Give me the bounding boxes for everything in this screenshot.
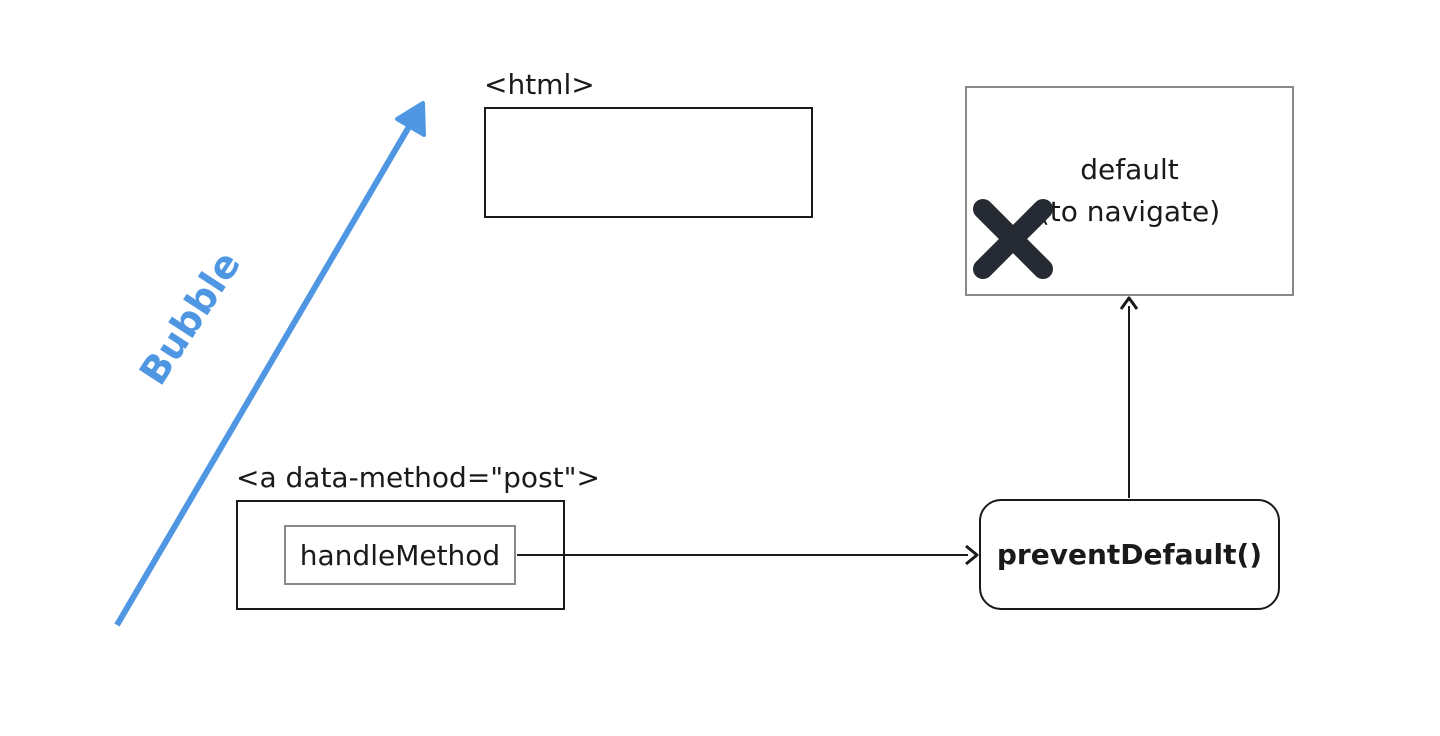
x-cancel-icon — [973, 199, 1053, 279]
html-element-box — [484, 107, 813, 218]
bubble-arrowhead — [395, 101, 426, 137]
anchor-element-label: <a data-method="post"> — [236, 461, 600, 494]
bubble-arrow — [114, 123, 413, 627]
handle-method-box: handleMethod — [284, 525, 516, 585]
prevent-default-box: preventDefault() — [979, 499, 1280, 610]
html-element-label: <html> — [484, 68, 595, 101]
anchor-element-box — [236, 500, 565, 610]
prevent-to-default-arrowhead — [1119, 296, 1139, 310]
default-action-line1: default — [1080, 153, 1179, 186]
default-action-box: default (to navigate) — [965, 86, 1294, 296]
prevent-default-label: preventDefault() — [996, 538, 1263, 571]
default-action-line2: (to navigate) — [1038, 195, 1221, 228]
handle-method-label: handleMethod — [299, 538, 501, 572]
handler-to-prevent-arrowhead — [965, 544, 979, 566]
